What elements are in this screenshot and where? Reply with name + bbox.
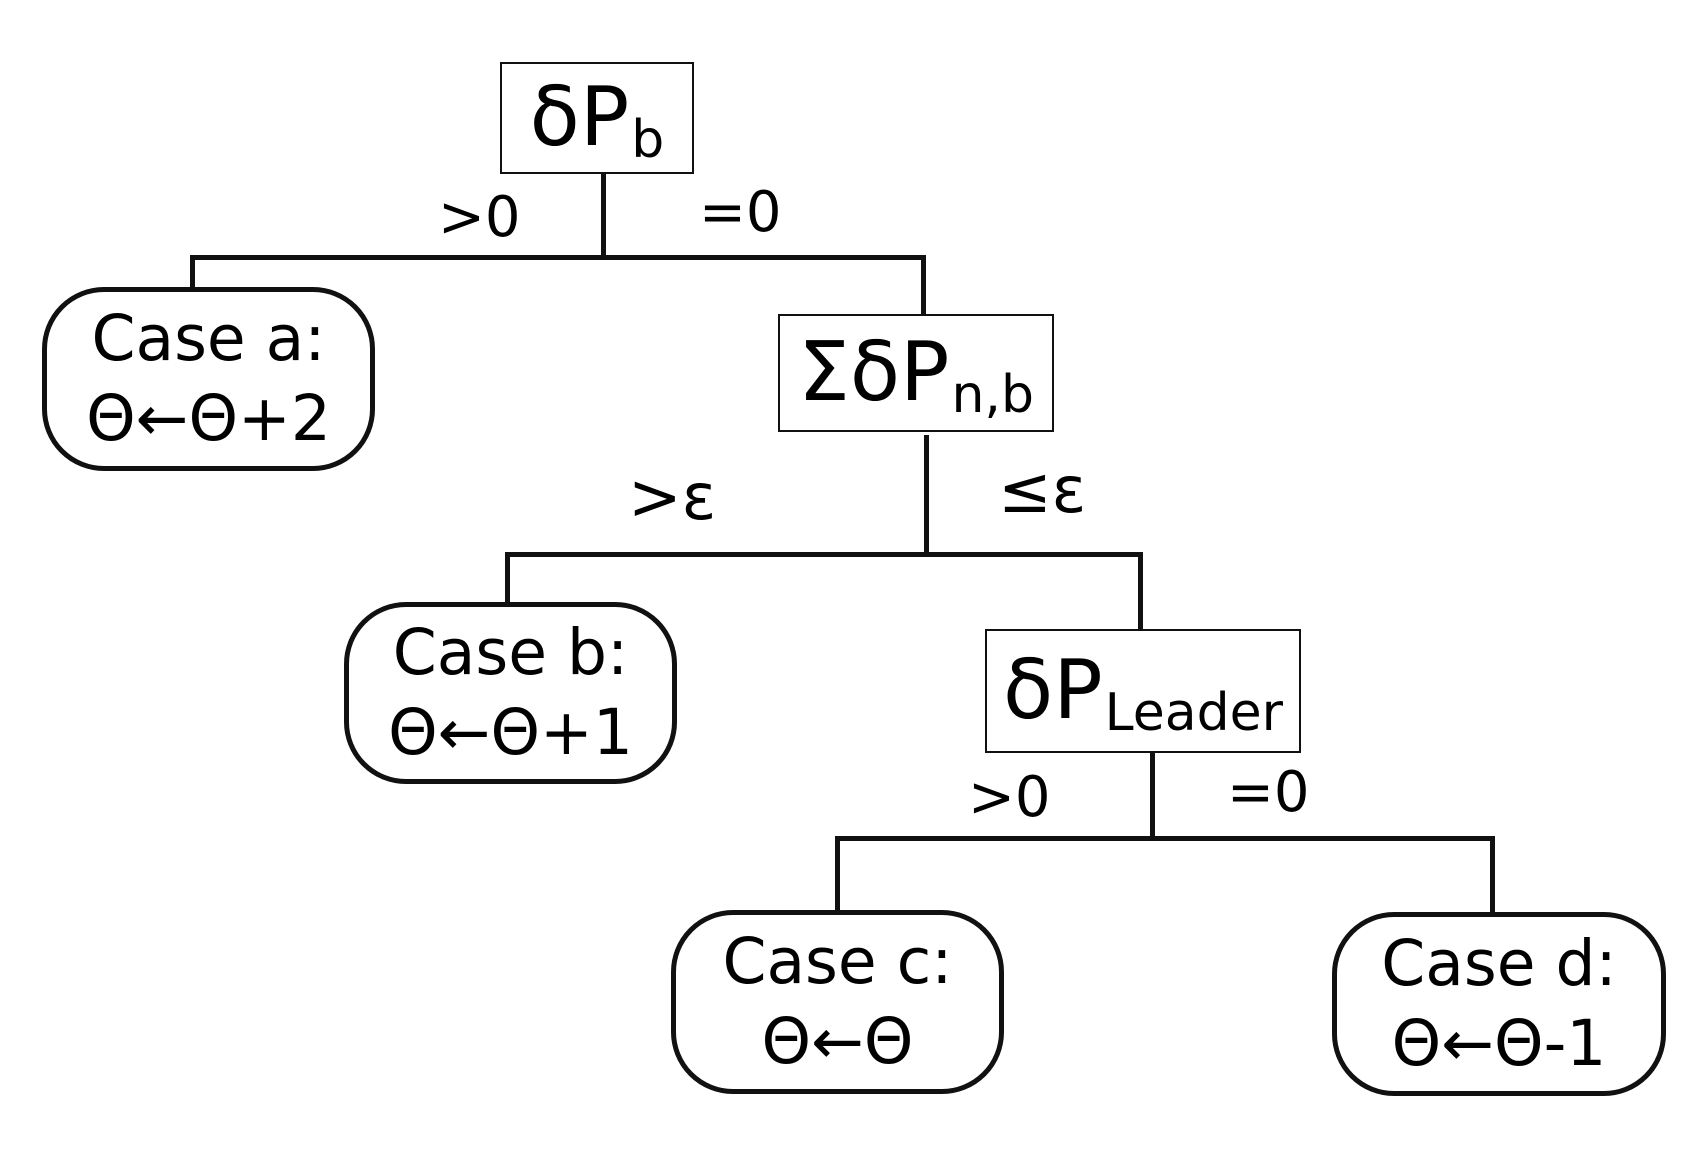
case-rule: Θ←Θ+2: [86, 382, 331, 455]
connector-leader-to-case-c: [835, 836, 840, 912]
node-subscript: b: [631, 110, 665, 170]
branch-label-sum-greater-than-epsilon: >ε: [628, 461, 717, 535]
case-rule: Θ←Θ-1: [1391, 1007, 1607, 1080]
case-title: Case c:: [722, 925, 953, 998]
connector-sum-stem: [924, 435, 929, 557]
node-subscript: n,b: [951, 365, 1034, 425]
node-subscript: Leader: [1104, 683, 1283, 743]
case-rule: Θ←Θ: [761, 1005, 914, 1078]
connector-leader-to-case-d: [1490, 836, 1495, 915]
connector-sum-to-leader: [1138, 552, 1143, 629]
case-rule: Θ←Θ+1: [388, 696, 633, 769]
node-main-label: δP: [529, 70, 630, 165]
connector-root-stem: [601, 173, 606, 260]
connector-root-to-sum: [921, 255, 926, 315]
case-title: Case b:: [392, 616, 629, 689]
node-main-label: ΣδP: [798, 325, 950, 420]
branch-label-leader-greater-than-zero: >0: [968, 765, 1051, 830]
branch-label-root-equal-zero: =0: [699, 180, 782, 245]
connector-sum-to-case-b: [505, 552, 510, 605]
case-title: Case a:: [91, 302, 326, 375]
connector-root-bar: [190, 255, 926, 260]
connector-leader-stem: [1150, 753, 1155, 841]
case-title: Case d:: [1381, 927, 1617, 1000]
case-node-c: Case c: Θ←Θ: [671, 910, 1004, 1094]
node-main-label: δP: [1003, 643, 1103, 738]
case-node-b: Case b: Θ←Θ+1: [344, 602, 677, 784]
branch-label-sum-less-equal-epsilon: ≤ε: [998, 454, 1087, 528]
case-node-a: Case a: Θ←Θ+2: [42, 287, 375, 471]
branch-label-leader-equal-zero: =0: [1227, 760, 1310, 825]
connector-root-to-case-a: [190, 255, 195, 291]
branch-label-root-greater-than-zero: >0: [438, 185, 521, 250]
case-node-d: Case d: Θ←Θ-1: [1332, 912, 1666, 1096]
connector-leader-bar: [835, 836, 1495, 841]
connector-sum-bar: [505, 552, 1143, 557]
